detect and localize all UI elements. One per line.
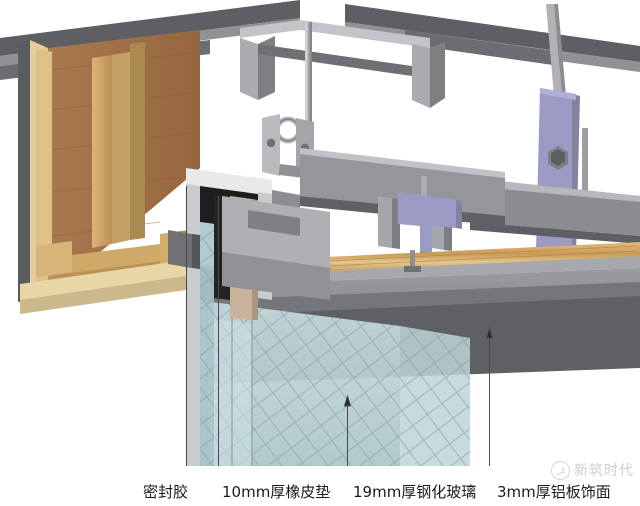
slab-bolt-stud — [404, 250, 421, 272]
watermark-text: 新筑时代 — [574, 463, 634, 479]
label-aluminum-panel: 3mm厚铝板饰面 — [497, 483, 611, 501]
steel-i-beam-upper-right — [345, 4, 640, 72]
threaded-hanger-rod — [305, 22, 312, 142]
hanger-rod-right — [546, 4, 566, 96]
label-rubber-pad: 10mm厚橡皮垫 — [222, 483, 331, 501]
circle-swoosh-logo-icon — [551, 460, 570, 480]
watermark: 新筑时代 — [551, 460, 634, 480]
label-sealant: 密封胶 — [143, 483, 189, 501]
glass-curtain-wall — [196, 300, 470, 468]
steel-channel-hanger — [240, 20, 445, 108]
connector-plate-centre — [222, 196, 330, 300]
label-tempered-glass: 19mm厚钢化玻璃 — [353, 483, 477, 501]
steel-beam-right — [470, 178, 640, 244]
leader-lines — [186, 186, 494, 470]
wood-wall-assembly — [18, 30, 200, 314]
label-strip: 密封胶 10mm厚橡皮垫 19mm厚钢化玻璃 3mm厚铝板饰面 — [0, 466, 640, 506]
